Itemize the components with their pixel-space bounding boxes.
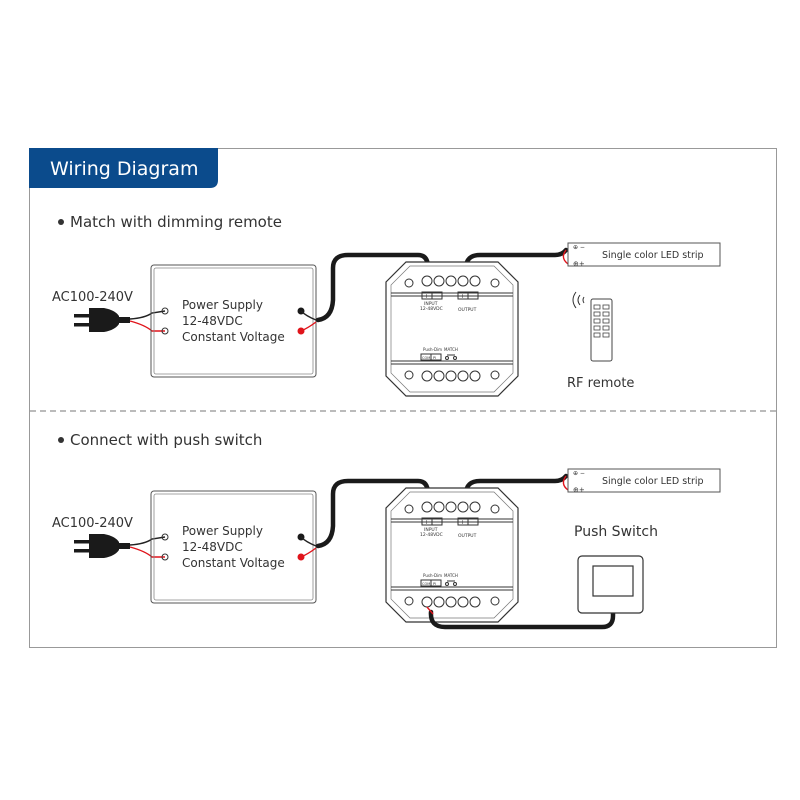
ps-line-1: Power Supply [182,524,263,538]
ac-label: AC100-240V [52,290,133,305]
svg-text:+: + [424,293,429,300]
led-strip-label: Single color LED strip [602,476,704,487]
top-terminals [421,501,481,513]
svg-text:PI: PI [433,582,436,586]
svg-text:-: - [435,519,437,526]
bullet-icon [58,437,64,443]
rf-remote-icon [572,291,613,362]
svg-text:-: - [435,293,437,300]
pushdim-label: Push-Dim [423,573,442,578]
power-supply: Power Supply 12-48VDC Constant Voltage [150,264,317,378]
section-heading: Match with dimming remote [70,213,282,231]
section-push-switch: Connect with push switch AC100-240V Powe… [52,431,721,630]
diagram-frame [29,148,777,648]
controller: + - INPUT 12-48VDC + - OUTPUT Push-Dim M… [385,261,519,397]
led-strip: ⊕ − ⊕+ Single color LED strip [567,242,721,268]
svg-text:⊕+: ⊕+ [573,260,585,268]
header-tab [29,148,218,188]
ac-label: AC100-240V [52,516,133,531]
power-supply: Power Supply 12-48VDC Constant Voltage [150,490,317,604]
pushdim-label: Push-Dim [423,347,442,352]
match-label: MATCH [444,347,458,352]
push-switch-label: Push Switch [574,524,658,540]
push-switch-icon [577,555,644,614]
section-heading: Connect with push switch [70,431,262,449]
input-voltage-label: 12-48VDC [420,532,443,538]
led-strip: ⊕ − ⊕+ Single color LED strip [567,468,721,494]
top-terminals [421,275,481,287]
input-voltage-label: 12-48VDC [420,306,443,312]
output-label: OUTPUT [458,533,477,539]
header-title: Wiring Diagram [50,158,198,180]
plug-icon [74,308,130,332]
ps-line-1: Power Supply [182,298,263,312]
svg-text:COM: COM [422,356,430,360]
input-label: INPUT [424,301,438,307]
svg-text:PI: PI [433,356,436,360]
svg-text:+: + [460,293,465,300]
match-label: MATCH [444,573,458,578]
svg-text:⊕+: ⊕+ [573,486,585,494]
ps-line-3: Constant Voltage [182,330,285,344]
ps-line-2: 12-48VDC [182,314,243,328]
plug-icon [74,534,130,558]
controller: + - INPUT 12-48VDC + - OUTPUT Push-Dim M… [385,487,519,623]
svg-text:COM: COM [422,582,430,586]
svg-text:+: + [424,519,429,526]
ps-line-3: Constant Voltage [182,556,285,570]
led-strip-label: Single color LED strip [602,250,704,261]
ps-line-2: 12-48VDC [182,540,243,554]
section-remote: Match with dimming remote AC100-240V Pow… [52,213,721,397]
svg-text:⊕ −: ⊕ − [573,470,585,477]
rf-remote-label: RF remote [567,376,634,391]
bottom-terminals [421,370,481,382]
svg-text:-: - [471,519,473,526]
bottom-terminals [421,596,481,608]
output-label: OUTPUT [458,307,477,313]
svg-text:+: + [460,519,465,526]
svg-text:⊕ −: ⊕ − [573,244,585,251]
input-label: INPUT [424,527,438,533]
svg-text:-: - [471,293,473,300]
bullet-icon [58,219,64,225]
